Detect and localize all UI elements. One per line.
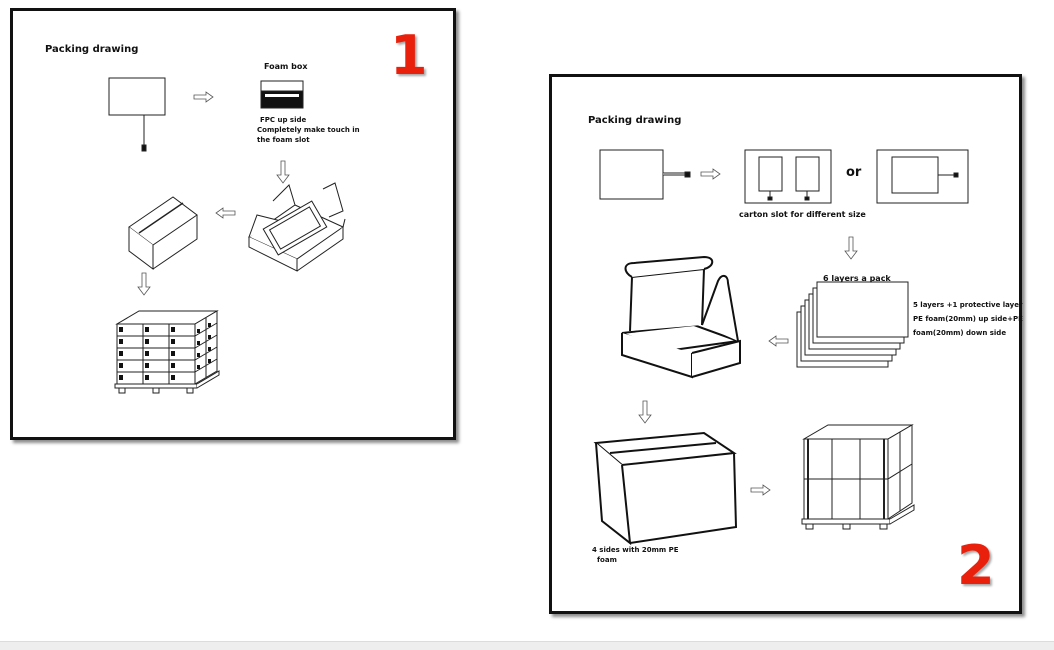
- carton-slot-alt-illustration: [876, 149, 969, 204]
- panel-1-title: Packing drawing: [45, 44, 139, 55]
- pallet-stack-illustration: [114, 310, 220, 394]
- arrow-down-icon: [276, 160, 290, 184]
- sides-note-line-2: foam: [597, 556, 617, 564]
- fpc-note-line-1: FPC up side: [260, 116, 307, 124]
- closed-carton-illustration: [128, 196, 198, 270]
- packing-drawing-panel-1: Packing drawing Foam box FPC up side Com…: [10, 8, 456, 440]
- arrow-right-icon: [750, 484, 771, 496]
- fpc-note-line-2: Completely make touch in: [257, 126, 360, 134]
- open-mailer-box-illustration: [621, 255, 741, 379]
- pallet-cartons-illustration: [801, 424, 915, 530]
- fpc-note-line-3: the foam slot: [257, 136, 310, 144]
- arrow-down-icon: [137, 272, 151, 296]
- panel-1-diagram: [108, 77, 346, 394]
- layers-label: 6 layers a pack: [823, 274, 891, 283]
- touch-panel-illustration: [108, 77, 166, 152]
- panel-2-diagram: [593, 149, 969, 546]
- arrow-right-icon: [700, 168, 721, 180]
- panel-number-2: 2: [957, 534, 995, 597]
- carton-slot-label: carton slot for different size: [739, 210, 866, 219]
- arrow-down-icon: [844, 236, 858, 260]
- carton-slot-illustration: [744, 149, 832, 204]
- panel-number-1: 1: [390, 24, 428, 87]
- sides-note-line-1: 4 sides with 20mm PE: [592, 546, 679, 554]
- layer-stack-illustration: [796, 281, 909, 368]
- touch-panel-illustration: [599, 149, 691, 200]
- layers-note-line-2: PE foam(20mm) up side+PE: [913, 315, 1023, 323]
- arrow-left-icon: [215, 207, 236, 219]
- panel-2-title: Packing drawing: [588, 115, 682, 126]
- layers-note-line-1: 5 layers +1 protective layer: [913, 301, 1023, 309]
- open-carton-illustration: [247, 182, 346, 272]
- bottom-bar: [0, 641, 1054, 650]
- layers-note-line-3: foam(20mm) down side: [913, 329, 1007, 337]
- foam-box-label: Foam box: [264, 62, 308, 71]
- arrow-right-icon: [193, 91, 214, 103]
- closed-carton-illustration: [593, 431, 738, 546]
- packing-drawing-panel-2: Packing drawing or carton slot for diffe…: [549, 74, 1023, 614]
- foam-box-illustration: [260, 80, 304, 109]
- arrow-down-icon: [638, 400, 652, 424]
- or-label: or: [846, 165, 862, 180]
- arrow-left-icon: [768, 335, 789, 347]
